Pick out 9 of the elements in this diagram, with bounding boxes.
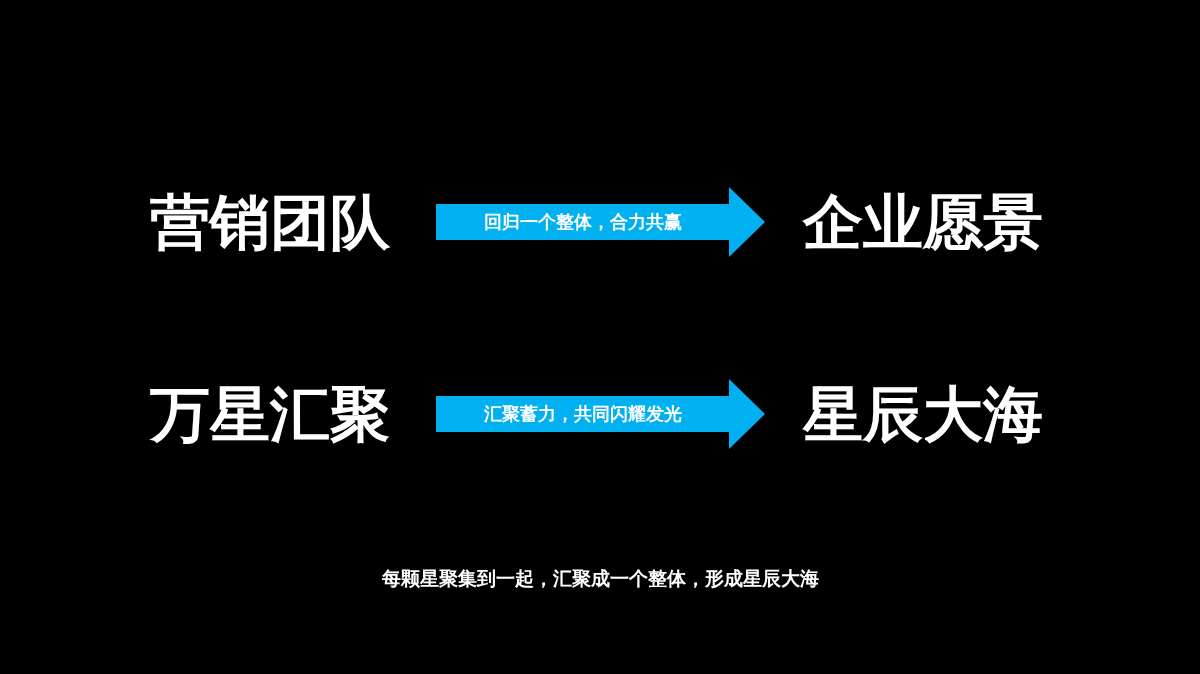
- edge-label: 回归一个整体，合力共赢: [482, 210, 683, 234]
- block-arrow: [436, 187, 765, 257]
- heading-text: 营销团队: [150, 186, 390, 259]
- heading-text: 星辰大海: [803, 378, 1043, 451]
- heading-text: 企业愿景: [803, 186, 1043, 259]
- edge-label: 汇聚蓄力，共同闪耀发光: [482, 402, 683, 426]
- block-arrow: [436, 379, 765, 449]
- caption: 每颗星聚集到一起，汇聚成一个整体，形成星辰大海: [381, 567, 819, 589]
- heading-text: 万星汇聚: [150, 378, 390, 451]
